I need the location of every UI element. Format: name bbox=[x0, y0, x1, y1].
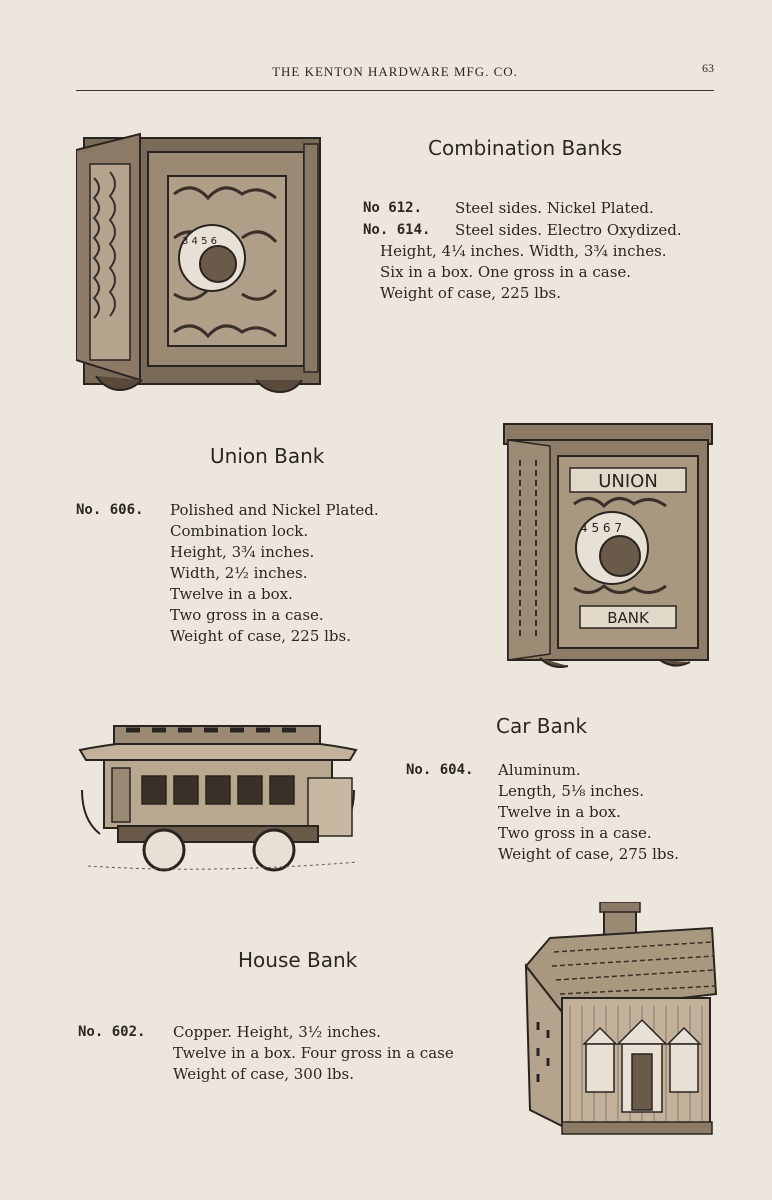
car-description: No. 604. Aluminum. Length, 5⅛ inches. Tw… bbox=[406, 760, 736, 870]
car-line: Aluminum. bbox=[498, 761, 581, 779]
union-line: Weight of case, 225 lbs. bbox=[170, 627, 351, 645]
union-bank-illustration: UNION 4 5 6 7 BANK bbox=[500, 420, 716, 672]
house-line: Copper. Height, 3½ inches. bbox=[173, 1023, 381, 1041]
house-lines: Copper. Height, 3½ inches. Twelve in a b… bbox=[173, 1022, 454, 1085]
union-heading: Union Bank bbox=[210, 444, 325, 468]
item-number-606: No. 606. bbox=[76, 502, 144, 518]
page-number: 63 bbox=[702, 61, 714, 75]
combination-line-2: Steel sides. Electro Oxydized. bbox=[455, 221, 682, 239]
union-line: Twelve in a box. bbox=[170, 585, 293, 603]
combination-line-4: Six in a box. One gross in a case. bbox=[380, 263, 632, 281]
car-bank-illustration bbox=[78, 720, 358, 876]
car-heading: Car Bank bbox=[496, 714, 588, 738]
combination-line-1: Steel sides. Nickel Plated. bbox=[455, 199, 654, 217]
union-dial-numbers: 4 5 6 7 bbox=[580, 521, 622, 535]
union-line: Width, 2½ inches. bbox=[170, 564, 308, 582]
union-line: Combination lock. bbox=[170, 522, 309, 540]
header-rule bbox=[76, 90, 714, 91]
header-title: THE KENTON HARDWARE MFG. CO. bbox=[272, 64, 518, 79]
car-lines: Aluminum. Length, 5⅛ inches. Twelve in a… bbox=[498, 760, 679, 865]
combination-bank-illustration: 3 4 5 6 bbox=[76, 128, 324, 398]
union-line: Two gross in a case. bbox=[170, 606, 324, 624]
car-line: Two gross in a case. bbox=[498, 824, 652, 842]
car-line: Weight of case, 275 lbs. bbox=[498, 845, 679, 863]
union-plate-bank-text: BANK bbox=[607, 609, 650, 627]
union-plate-text: UNION bbox=[598, 471, 658, 492]
house-description: No. 602. Copper. Height, 3½ inches. Twel… bbox=[78, 1022, 488, 1088]
item-number-614: No. 614. bbox=[363, 222, 431, 238]
house-bank-illustration bbox=[522, 902, 718, 1138]
union-description: No. 606. Polished and Nickel Plated. Com… bbox=[76, 500, 416, 650]
car-line: Length, 5⅛ inches. bbox=[498, 782, 645, 800]
house-heading: House Bank bbox=[238, 948, 358, 972]
combination-description: No 612. Steel sides. Nickel Plated. No. … bbox=[363, 198, 733, 308]
combination-line-3: Height, 4¼ inches. Width, 3¾ inches. bbox=[380, 242, 667, 260]
item-number-612: No 612. bbox=[363, 200, 423, 216]
union-lines: Polished and Nickel Plated. Combination … bbox=[170, 500, 379, 647]
item-number-602: No. 602. bbox=[78, 1024, 146, 1040]
page-header: THE KENTON HARDWARE MFG. CO. 63 bbox=[76, 58, 714, 94]
item-number-604: No. 604. bbox=[406, 762, 474, 778]
house-line: Weight of case, 300 lbs. bbox=[173, 1065, 354, 1083]
union-line: Height, 3¾ inches. bbox=[170, 543, 315, 561]
combination-dial-numbers: 3 4 5 6 bbox=[182, 236, 217, 247]
house-line: Twelve in a box. Four gross in a case bbox=[173, 1044, 454, 1062]
combination-heading: Combination Banks bbox=[428, 136, 623, 160]
union-line: Polished and Nickel Plated. bbox=[170, 501, 379, 519]
combination-line-5: Weight of case, 225 lbs. bbox=[380, 284, 561, 302]
car-line: Twelve in a box. bbox=[498, 803, 621, 821]
